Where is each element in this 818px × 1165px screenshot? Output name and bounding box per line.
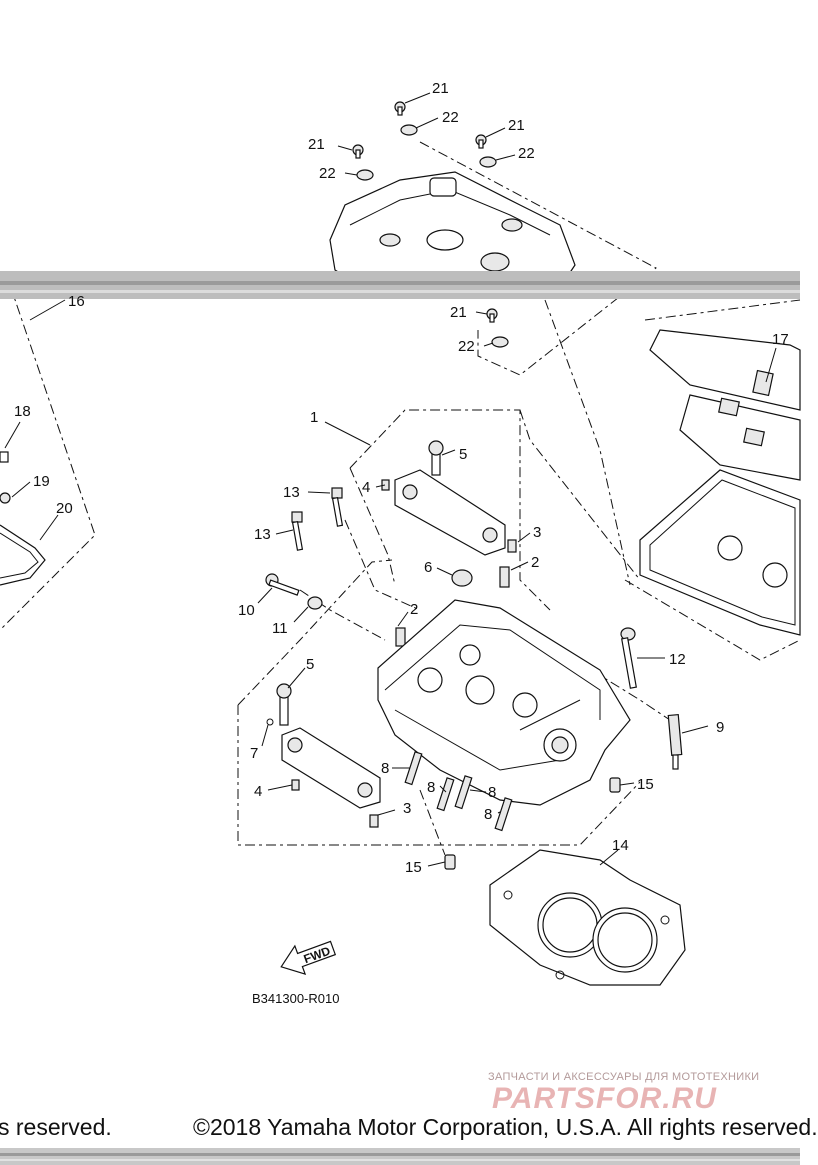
bolt-leader-10 (299, 589, 386, 641)
dowel-4-lower (291, 779, 300, 791)
head-group-boundary-right (519, 409, 641, 581)
label-4: 4 (254, 783, 262, 800)
dowel-3-lower (369, 814, 379, 828)
camshaft-cap-lower (276, 683, 381, 809)
left-cover-gasket-20 (0, 524, 46, 586)
bolt-21-left (352, 144, 364, 159)
torn-paper-bottom (0, 1148, 800, 1165)
diagram-code: B341300-R010 (252, 991, 339, 1006)
left-clip-18 (0, 451, 9, 463)
left-bolt-19 (0, 492, 11, 504)
camcap-lower-boundary (237, 559, 393, 706)
bolt-13-upper (331, 487, 344, 527)
label-21: 21 (508, 117, 525, 134)
label-20: 20 (56, 500, 73, 517)
label-10: 10 (238, 602, 255, 619)
label-15: 15 (405, 859, 422, 876)
dowel-4-upper (381, 479, 390, 491)
label-22: 22 (518, 145, 535, 162)
washer-22-left (356, 169, 374, 181)
parts-diagram: FWD 21 22 21 22 21 22 21 22 16 17 18 19 … (0, 80, 801, 1006)
dowel-3-upper (507, 539, 517, 553)
cylinder-head-cover (329, 171, 576, 286)
bolt-21-right (475, 134, 487, 149)
label-1: 1 (310, 409, 318, 426)
dowel-15-lower (444, 854, 456, 870)
copyright-text: ©2018 Yamaha Motor Corporation, U.S.A. A… (193, 1114, 818, 1140)
right-gasket-boundary (644, 299, 801, 321)
washer-11 (307, 596, 323, 610)
cover-leader-diag (544, 299, 631, 586)
torn-paper-band-highlight (0, 281, 800, 285)
washer-22-right (479, 156, 497, 168)
label-9: 9 (716, 719, 724, 736)
right-gasket-boundary-lower (624, 579, 801, 661)
label-18: 18 (14, 403, 31, 420)
bolt-10 (265, 573, 300, 596)
watermark-brand: PARTSFOR.RU (492, 1082, 717, 1115)
copyright-bar: s reserved. ©2018 Yamaha Motor Corporati… (0, 1112, 818, 1146)
label-16: 16 (68, 293, 85, 310)
label-22: 22 (442, 109, 459, 126)
fwd-label: FWD (302, 944, 333, 967)
cylinder-head (377, 599, 631, 806)
bolt-12 (620, 627, 637, 689)
bolt-21-top (394, 101, 406, 116)
label-3: 3 (403, 800, 411, 817)
washer-22-top (400, 124, 418, 136)
label-4: 4 (362, 479, 370, 496)
stud-8-c (454, 775, 473, 810)
label-21: 21 (450, 304, 467, 321)
label-13: 13 (254, 526, 271, 543)
stud-8-d (494, 797, 513, 832)
label-14: 14 (612, 837, 629, 854)
label-13: 13 (283, 484, 300, 501)
label-11: 11 (272, 620, 288, 637)
left-cover-boundary (0, 284, 96, 631)
watermark-subtitle: ЗАПЧАСТИ И АКСЕССУАРЫ ДЛЯ МОТОТЕХНИКИ (488, 1071, 760, 1083)
washer-22-lower (491, 336, 509, 348)
label-22: 22 (458, 338, 475, 355)
bolt-13-lower (291, 511, 304, 551)
label-15: 15 (637, 776, 654, 793)
torn-paper-band-light (0, 290, 800, 293)
label-8: 8 (488, 784, 496, 801)
label-21: 21 (432, 80, 449, 97)
bolt-leader-13 (344, 519, 421, 611)
label-12: 12 (669, 651, 686, 668)
copyright-left-fragment: s reserved. (0, 1114, 112, 1140)
spark-plug-9 (667, 713, 683, 770)
label-8: 8 (484, 806, 492, 823)
label-5: 5 (306, 656, 314, 673)
dowel-15-right (609, 777, 621, 793)
label-21: 21 (308, 136, 325, 153)
label-22: 22 (319, 165, 336, 182)
camshaft-cap-upper (394, 440, 506, 556)
label-2: 2 (531, 554, 539, 571)
label-2: 2 (410, 601, 418, 618)
sleeve-2-upper (499, 566, 510, 588)
label-19: 19 (33, 473, 50, 490)
stud-8-b (436, 777, 455, 812)
fwd-arrow: FWD (280, 940, 337, 976)
stud-8-a (404, 751, 423, 786)
cap-6 (451, 569, 473, 587)
sleeve-2-lower (395, 627, 406, 647)
gasket-plate-lower (679, 394, 801, 481)
label-5: 5 (459, 446, 467, 463)
ring-7 (266, 718, 274, 726)
label-6: 6 (424, 559, 432, 576)
label-8: 8 (427, 779, 435, 796)
lower-left-boundary (237, 705, 641, 846)
bolt-21-lower (486, 308, 498, 323)
dowel-leader (419, 789, 446, 856)
label-7: 7 (250, 745, 258, 762)
label-17: 17 (772, 331, 789, 348)
label-8: 8 (381, 760, 389, 777)
label-3: 3 (533, 524, 541, 541)
head-gasket-14 (489, 849, 686, 986)
